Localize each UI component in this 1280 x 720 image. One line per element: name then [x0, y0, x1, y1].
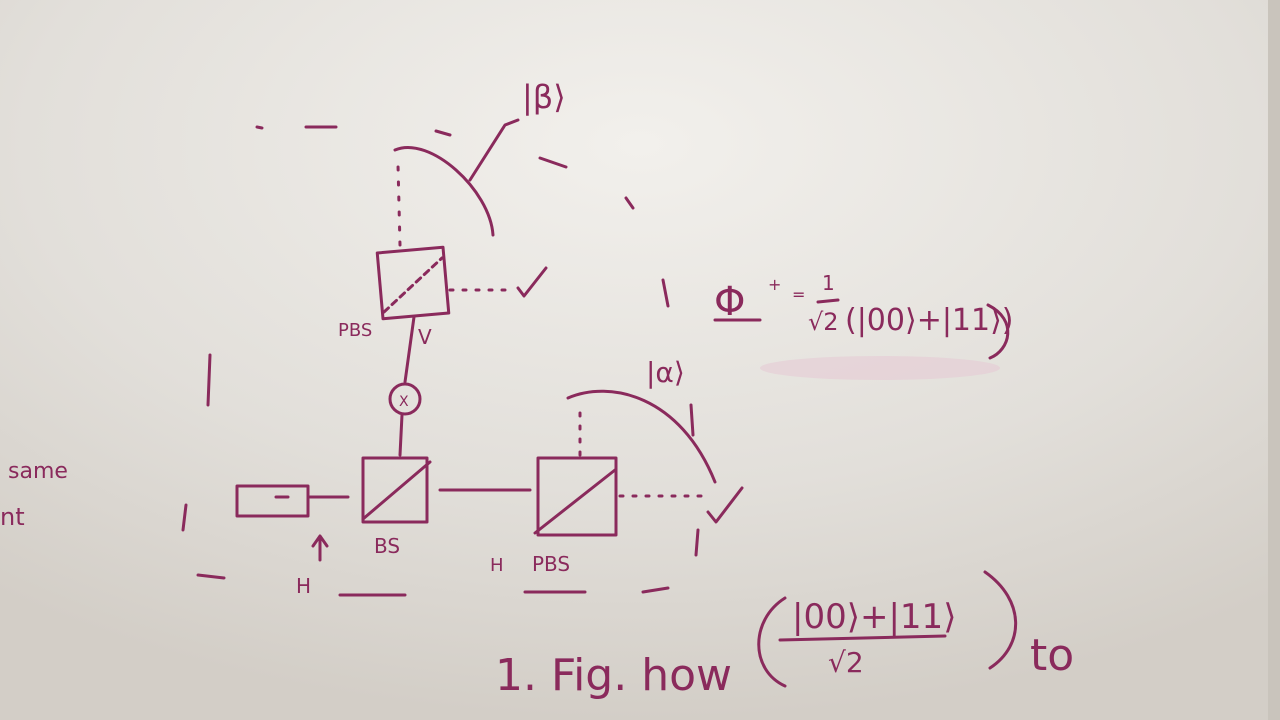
frame-dash [181, 503, 188, 532]
fraction-bar-top [816, 298, 840, 304]
frame-dash [206, 353, 212, 407]
check-mark [706, 486, 744, 524]
check-mark [516, 266, 548, 298]
beam-segment [398, 413, 404, 457]
polarizing-beam-splitter [536, 456, 618, 537]
x-circle-label: X [399, 394, 409, 410]
frame-dash [434, 129, 452, 137]
equals-sign: = [792, 285, 805, 304]
v-below-label: V [418, 325, 432, 349]
h-mid-label: H [490, 555, 504, 576]
phi-superscript: + [768, 275, 781, 294]
left-word-1: same [8, 459, 68, 484]
frame-dash [624, 196, 635, 210]
polarizing-beam-splitter-top [375, 245, 451, 321]
eraser-smudge [760, 356, 1000, 380]
beam-splitter [361, 456, 429, 524]
source-box [235, 484, 310, 518]
ket-beta-label: |β⟩ [522, 78, 566, 116]
arc-alpha [566, 389, 717, 484]
question-tail: to [1030, 630, 1074, 681]
frame-dash [196, 573, 226, 580]
question-right-paren [983, 570, 1018, 670]
ket-alpha-label: |α⟩ [646, 356, 685, 389]
fraction-numerator: 1 [822, 271, 835, 295]
frame-dash [694, 528, 700, 557]
question-numerator: |00⟩+|11⟩ [792, 597, 956, 637]
frame-dash [689, 403, 695, 437]
pbs-top-diagonal [382, 256, 444, 314]
beam-segment [403, 315, 416, 384]
pbs-top-label: PBS [338, 320, 372, 341]
phi-symbol: Φ [714, 279, 745, 325]
question-fraction-bar [778, 634, 947, 642]
frame-dash [255, 125, 264, 130]
pbs-diagonal [533, 468, 617, 535]
arc-beta [393, 146, 495, 237]
fraction-denominator: √2 [808, 308, 839, 336]
arrow-beta [468, 118, 520, 182]
beam-splitter-diagonal [361, 460, 432, 521]
left-word-2: nt [0, 503, 25, 531]
frame-dash [641, 586, 670, 594]
bs-label: BS [374, 534, 400, 558]
frame-dash [661, 278, 670, 308]
board-edge [1268, 0, 1280, 720]
frame-dash [538, 156, 568, 169]
question-denominator: √2 [828, 646, 864, 679]
question-left-paren [757, 596, 787, 688]
h-left-label: H [296, 574, 311, 598]
x-circle [388, 382, 422, 416]
question-text: 1. Fig. how [495, 650, 732, 701]
bell-state: (|00⟩+|11⟩) [845, 303, 1014, 338]
up-arrow [311, 534, 329, 562]
equation-bracket [986, 303, 1010, 360]
circuit-diagram [181, 118, 1018, 688]
pbs-bottom-label: PBS [532, 552, 570, 576]
